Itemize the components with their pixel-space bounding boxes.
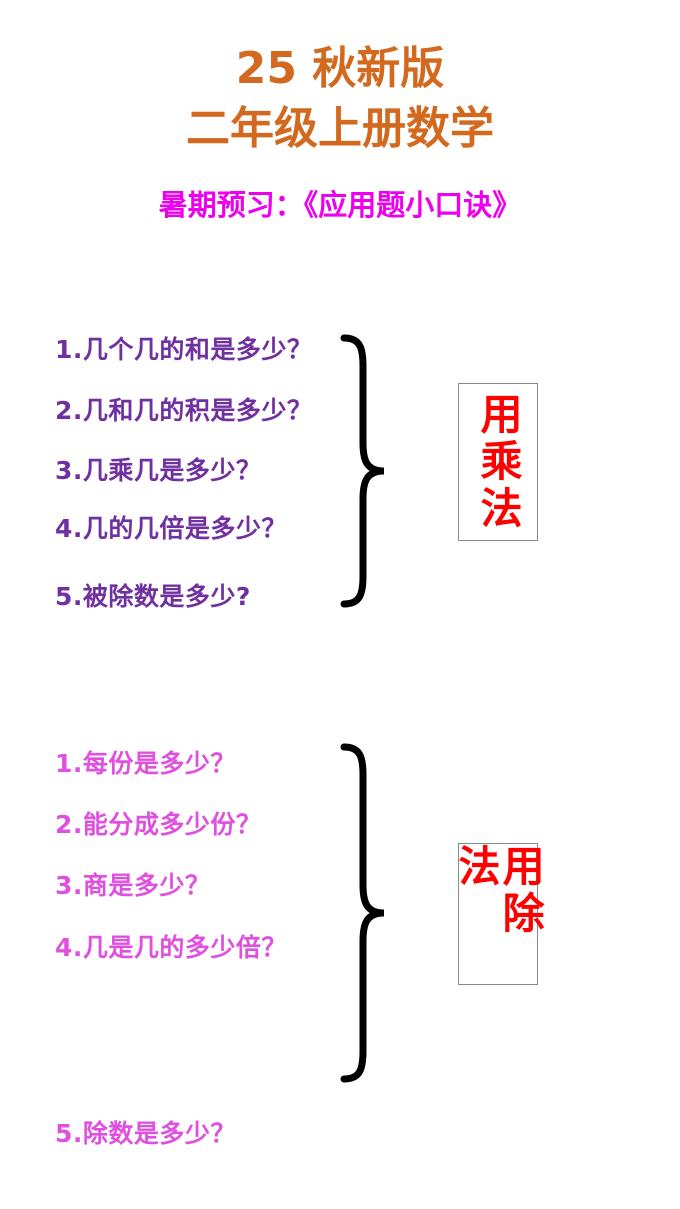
multiplication-method-label: 用乘法 — [474, 391, 524, 533]
curly-brace-multiplication-icon — [340, 334, 385, 608]
multiplication-question-5: 5.被除数是多少? — [55, 582, 251, 611]
title-line-2: 二年级上册数学 — [186, 103, 494, 154]
division-method-label: 用除法 — [452, 844, 546, 938]
division-question-1: 1.每份是多少？ — [55, 749, 236, 778]
division-question-3: 3.商是多少？ — [55, 871, 211, 900]
title-line-1: 25 秋新版 — [235, 43, 445, 94]
division-question-5: 5.除数是多少？ — [55, 1119, 236, 1148]
multiplication-question-4: 4.几的几倍是多少？ — [55, 514, 287, 543]
division-question-2: 2.能分成多少份？ — [55, 810, 262, 839]
multiplication-method-box: 用乘法 — [458, 383, 538, 541]
curly-brace-division-icon — [340, 743, 385, 1083]
division-question-4: 4.几是几的多少倍？ — [55, 933, 287, 962]
multiplication-question-1: 1.几个几的和是多少？ — [55, 335, 313, 364]
division-method-box: 用除法 — [452, 843, 545, 985]
multiplication-question-2: 2.几和几的积是多少？ — [55, 396, 313, 425]
subtitle: 暑期预习：《应用题小口诀》 — [158, 188, 522, 222]
multiplication-question-3: 3.几乘几是多少？ — [55, 456, 262, 485]
